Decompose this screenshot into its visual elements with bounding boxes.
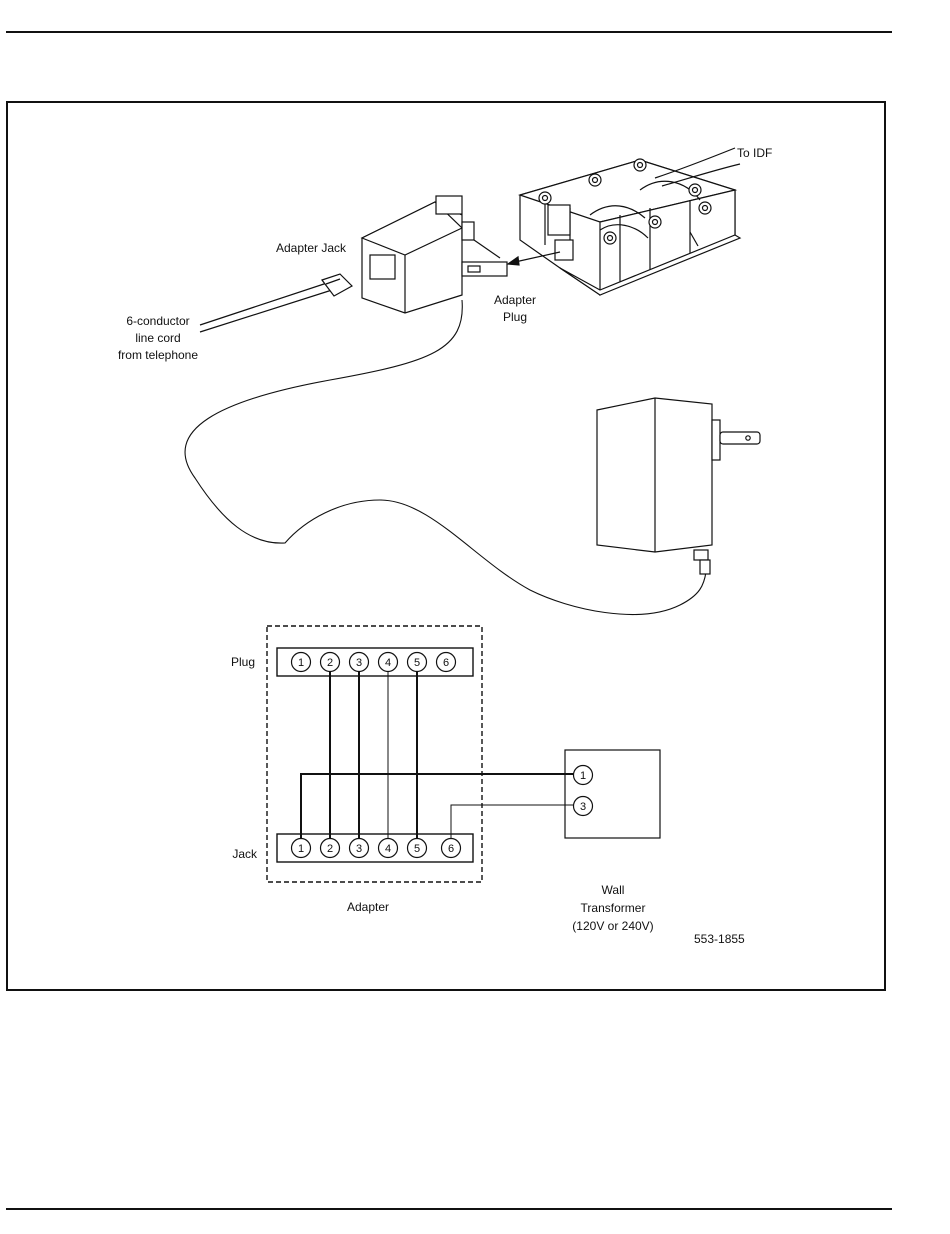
plug-pin: 2: [321, 653, 340, 672]
adapter-wiring: [301, 672, 575, 838]
line-cord-label-line1: 6-conductor: [126, 314, 189, 328]
jack-pin-label: 5: [414, 843, 420, 855]
plug-pin-label: 6: [443, 657, 449, 669]
jack-pin-label: 2: [327, 843, 333, 855]
jack-pin-label: 1: [298, 843, 304, 855]
jack-pin: 6: [442, 839, 461, 858]
jack-pin: 4: [379, 839, 398, 858]
plug-pin-label: 5: [414, 657, 420, 669]
adapter-jack-label: Adapter Jack: [276, 241, 347, 255]
plug-label: Plug: [231, 655, 255, 669]
jack-pin: 3: [350, 839, 369, 858]
plug-pin-label: 1: [298, 657, 304, 669]
transformer-label-line3: (120V or 240V): [572, 919, 653, 933]
plug-pin-label: 4: [385, 657, 391, 669]
plug-pin: 3: [350, 653, 369, 672]
transformer-box: [565, 750, 660, 838]
wall-transformer-drawing: [597, 398, 760, 574]
figure-id: 553-1855: [694, 932, 745, 946]
transformer-label-line1: Wall: [602, 883, 625, 897]
transformer-pin-label: 1: [580, 770, 586, 782]
plug-pin-label: 2: [327, 657, 333, 669]
transformer-pin-label: 3: [580, 801, 586, 813]
plug-pin: 1: [292, 653, 311, 672]
jack-pin: 1: [292, 839, 311, 858]
adapter-plug-label-line2: Plug: [503, 310, 527, 324]
line-cord-label-line2: line cord: [135, 331, 180, 345]
adapter-jack-body: [362, 196, 507, 313]
transformer-pin: 1: [574, 766, 593, 785]
plug-pin: 5: [408, 653, 427, 672]
line-cord: [200, 274, 352, 332]
plug-pin-label: 3: [356, 657, 362, 669]
jack-pin: 5: [408, 839, 427, 858]
transformer-pin: 3: [574, 797, 593, 816]
jack-pin-label: 6: [448, 843, 454, 855]
jack-pin-label: 3: [356, 843, 362, 855]
jack-pin-label: 4: [385, 843, 391, 855]
connecting-block: [520, 159, 740, 295]
plug-pin: 6: [437, 653, 456, 672]
to-idf-label: To IDF: [737, 146, 772, 160]
line-cord-label-line3: from telephone: [118, 348, 198, 362]
jack-label: Jack: [232, 847, 258, 861]
transformer-label-line2: Transformer: [581, 901, 646, 915]
adapter-caption: Adapter: [347, 900, 389, 914]
adapter-plug-label-line1: Adapter: [494, 293, 536, 307]
jack-pin: 2: [321, 839, 340, 858]
plug-pin: 4: [379, 653, 398, 672]
